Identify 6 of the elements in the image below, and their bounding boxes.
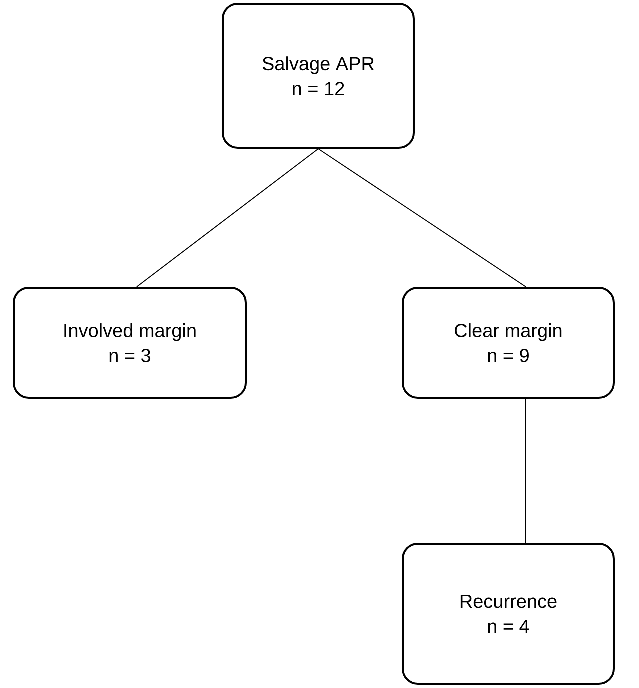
process-box: Salvage APR n = 12	[222, 3, 415, 149]
process-box: Recurrence n = 4	[402, 543, 615, 685]
connector-line	[136, 148, 319, 288]
process-box: Involved margin n = 3	[13, 287, 247, 399]
process-box: Clear margin n = 9	[402, 287, 615, 399]
connector-line	[318, 148, 526, 288]
